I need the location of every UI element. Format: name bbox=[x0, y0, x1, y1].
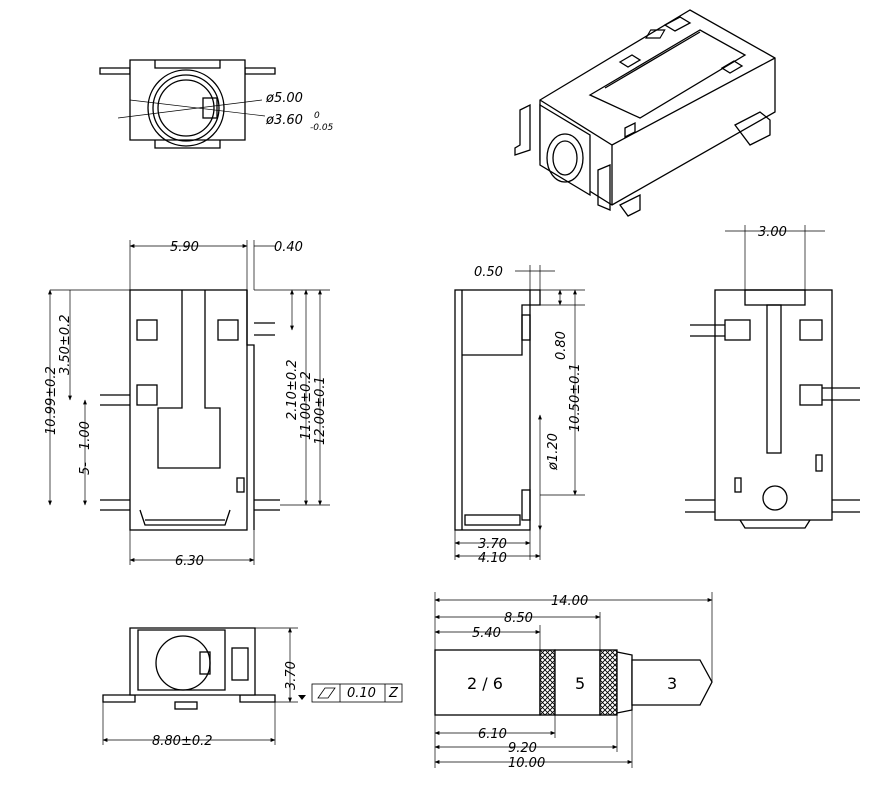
side-h-1050: 10.50±0.1 bbox=[568, 363, 583, 432]
plug-seg2-label: 5 bbox=[575, 674, 585, 693]
side-depth-2: 4.10 bbox=[478, 551, 507, 566]
side-depth-1: 3.70 bbox=[478, 537, 507, 552]
plug-drawing: 2 / 6 5 3 14.00 8.50 5.40 6.10 9.20 10.0… bbox=[434, 592, 713, 771]
front-h-left-4: 5- bbox=[78, 462, 93, 475]
front-h-right-3: 12.00±0.1 bbox=[313, 376, 328, 445]
plug-seg1-label: 2 / 6 bbox=[467, 674, 503, 693]
tol-lower: -0.05 bbox=[310, 123, 334, 133]
tol-upper: 0 bbox=[314, 111, 320, 121]
bottom-height: 3.70 bbox=[284, 661, 299, 690]
top-view: ø5.00 ø3.60 0 -0.05 bbox=[99, 59, 334, 149]
flatness-value: 0.10 bbox=[347, 686, 376, 701]
plug-b2: 9.20 bbox=[508, 741, 537, 756]
plug-d2: 5.40 bbox=[472, 626, 501, 641]
front-h-right-2: 11.00±0.2 bbox=[299, 371, 314, 440]
front-h-left-1: 10.99±0.2 bbox=[44, 366, 59, 435]
side-dia-pin: ø1.20 bbox=[546, 433, 561, 471]
front-offset-top: 0.40 bbox=[274, 240, 303, 255]
front-width-top: 5.90 bbox=[170, 240, 199, 255]
plug-b3: 10.00 bbox=[508, 756, 545, 771]
front-h-left-3: 1.00 bbox=[78, 421, 93, 450]
plug-seg3-label: 3 bbox=[667, 674, 677, 693]
plug-b1: 6.10 bbox=[478, 727, 507, 742]
dia-inner-label: ø3.60 bbox=[265, 113, 303, 128]
front-width-bottom: 6.30 bbox=[175, 554, 204, 569]
isometric-view bbox=[514, 9, 776, 217]
bottom-width: 8.80±0.2 bbox=[152, 734, 213, 749]
side-h-080: 0.80 bbox=[554, 331, 569, 360]
plug-d1: 8.50 bbox=[504, 611, 533, 626]
front-view: 5.90 0.40 6.30 10.99±0.2 3.50±0.2 1.00 5… bbox=[44, 240, 330, 569]
bottom-view: 3.70 0.10 Z 8.80±0.2 bbox=[102, 627, 403, 749]
side-view: 0.50 0.80 10.50±0.1 ø1.20 3.70 4.10 bbox=[454, 265, 585, 566]
side-top-offset: 0.50 bbox=[474, 265, 503, 280]
front-h-left-2: 3.50±0.2 bbox=[58, 314, 73, 375]
back-view: 3.00 bbox=[685, 225, 860, 529]
back-width: 3.00 bbox=[758, 225, 787, 240]
front-h-right-1: 2.10±0.2 bbox=[285, 359, 300, 420]
flatness-datum: Z bbox=[388, 686, 399, 701]
dia-outer-label: ø5.00 bbox=[265, 91, 303, 106]
plug-total: 14.00 bbox=[551, 594, 588, 609]
